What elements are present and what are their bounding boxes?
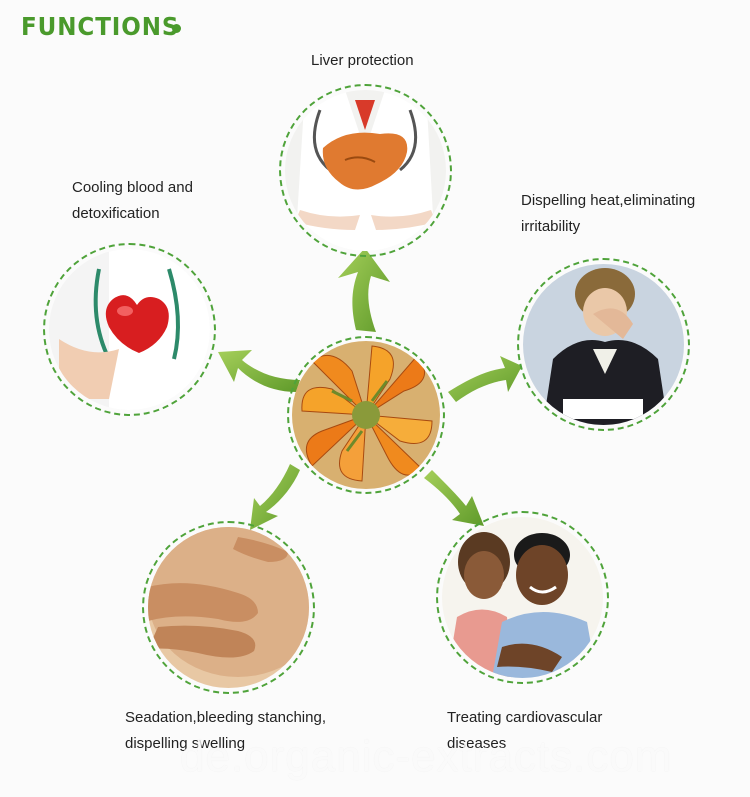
caption-heat: Dispelling heat,eliminating irritability — [521, 188, 695, 240]
caption-cooling-line2: detoxification — [72, 205, 160, 222]
cardio-image — [442, 517, 603, 678]
caption-sedation-line1: Seadation,bleeding stanching, — [125, 709, 326, 726]
caption-liver-line1: Liver protection — [311, 52, 414, 69]
caption-cardio: Treating cardiovascular diseases — [447, 705, 602, 757]
caption-cardio-line2: diseases — [447, 735, 507, 752]
arrow-left-icon — [218, 350, 300, 392]
arrow-up-icon — [338, 248, 390, 332]
caption-cooling-line1: Cooling blood and — [72, 179, 193, 196]
cardio-ring — [436, 511, 609, 684]
cooling-image — [49, 249, 210, 410]
sedation-ring — [142, 521, 315, 694]
center-ring — [287, 336, 445, 494]
title-dot-icon — [172, 24, 181, 33]
caption-liver: Liver protection — [311, 48, 414, 74]
liver-ring — [279, 84, 452, 257]
caption-sedation: Seadation,bleeding stanching, dispelling… — [125, 705, 326, 757]
heat-image — [523, 264, 684, 425]
arrow-right-icon — [448, 356, 522, 402]
caption-sedation-line2: dispelling swelling — [125, 735, 246, 752]
liver-image — [285, 90, 446, 251]
cooling-ring — [43, 243, 216, 416]
sedation-image — [148, 527, 309, 688]
caption-heat-line1: Dispelling heat,eliminating — [521, 192, 696, 209]
caption-cardio-line1: Treating cardiovascular — [447, 709, 603, 726]
caption-heat-line2: irritability — [521, 218, 581, 235]
arrow-down-right-icon — [424, 470, 484, 526]
heat-ring — [517, 258, 690, 431]
arrow-down-left-icon — [250, 464, 300, 530]
caption-cooling: Cooling blood and detoxification — [72, 175, 193, 227]
watermark: de.organic-extracts.com — [180, 732, 673, 781]
page-title: FUNCTIONS — [21, 12, 180, 41]
flower-image — [292, 341, 440, 489]
